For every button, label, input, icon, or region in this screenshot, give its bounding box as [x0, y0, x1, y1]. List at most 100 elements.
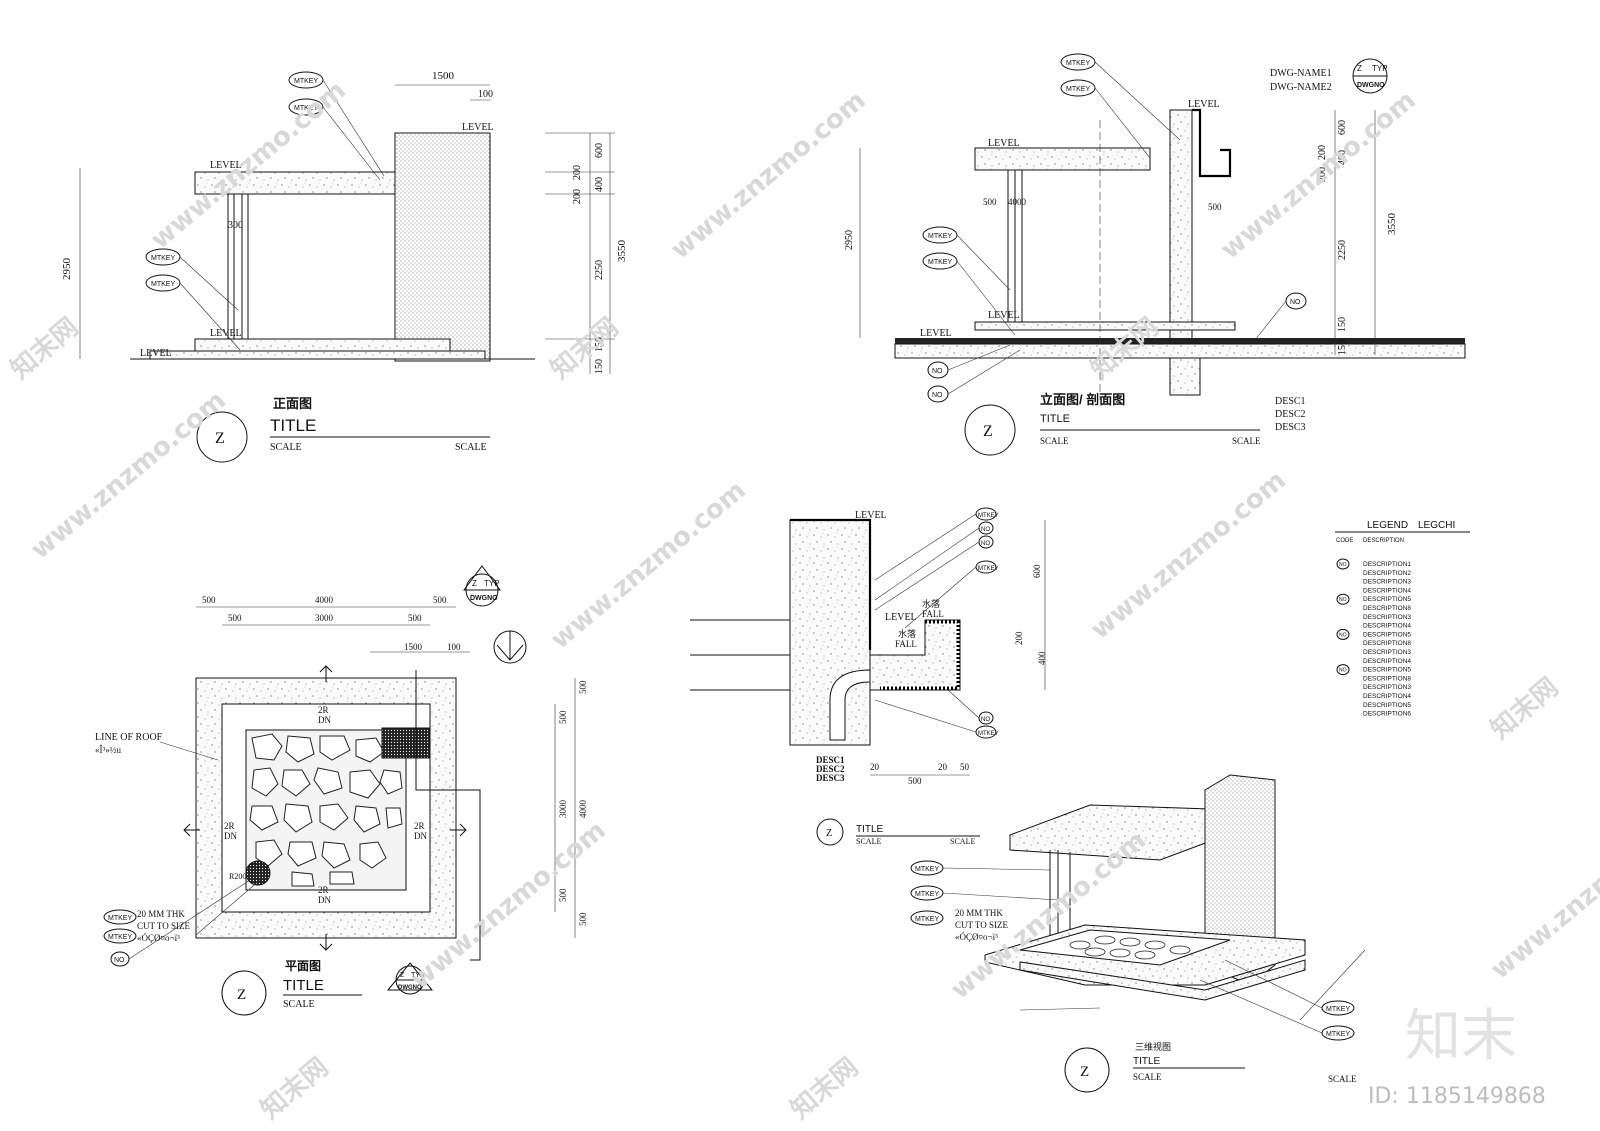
dim-50: 50	[960, 762, 970, 772]
legend-description: DESCRIPTION4	[1363, 693, 1411, 700]
dim-500: 500	[908, 776, 922, 786]
dim-600: 600	[594, 143, 605, 158]
dwg-name: DWG-NAME1	[1270, 68, 1332, 79]
dim-20: 20	[938, 762, 948, 772]
level-label: LEVEL	[988, 138, 1020, 149]
legend-description: DESCRIPTION5	[1363, 631, 1411, 638]
dim-500: 500	[228, 613, 242, 623]
watermark-text: www.znzmo.com	[1085, 465, 1291, 645]
view-symbol	[221, 970, 267, 1016]
view-title: TITLE	[283, 977, 324, 994]
fall-label: FALL	[922, 609, 944, 619]
level-label: LEVEL	[885, 612, 917, 623]
subbase	[894, 343, 1466, 359]
legend-col-code: CODE	[1336, 538, 1353, 544]
line-of-roof-sub: «Î³»½u	[95, 745, 121, 755]
dim-col: 300	[228, 220, 243, 231]
radius-label: R200	[229, 872, 246, 881]
tag-label: NO	[981, 717, 990, 723]
svg-text:Z: Z	[1357, 64, 1362, 73]
svg-text:MTKEY: MTKEY	[108, 915, 132, 922]
dim-100: 100	[478, 89, 493, 100]
dim-500: 500	[578, 680, 588, 694]
dim-400: 400	[1037, 651, 1047, 665]
watermark-brand: 知末网	[255, 1052, 334, 1125]
tag-label: NO	[981, 541, 990, 547]
section-reference-symbol: Z TYP DWGNO	[1352, 58, 1388, 94]
wall-detail	[789, 519, 871, 746]
note-line: CUT TO SIZE	[955, 920, 1009, 930]
view-symbol-letter: Z	[215, 430, 225, 447]
dim-200b: 200	[1317, 167, 1328, 182]
legend-description: DESCRIPTION4	[1363, 658, 1411, 665]
svg-text:MTKEY: MTKEY	[108, 934, 132, 941]
view-symbol-letter: Z	[826, 828, 832, 839]
watermark-brand: 知末网	[545, 312, 624, 385]
watermark-text: www.znzmo.com	[1485, 805, 1600, 985]
dim-500: 500	[558, 888, 568, 902]
view-symbol-letter: Z	[237, 987, 246, 1003]
dim-500: 500	[558, 710, 568, 724]
dim-4000: 4000	[1008, 197, 1027, 207]
svg-text:MTKEY: MTKEY	[294, 78, 318, 85]
view-caption-cn: 立面图/ 剖面图	[1040, 392, 1125, 407]
dim-1500: 1500	[404, 642, 423, 652]
view-symbol-letter: Z	[1080, 1064, 1089, 1080]
svg-text:TYP: TYP	[484, 579, 500, 588]
mtkey-tag: MTKEY	[910, 885, 1059, 901]
legend-description: DESCRIPTION5	[1363, 667, 1411, 674]
legend-description: DESCRIPTION5	[1363, 596, 1411, 603]
view-symbol	[196, 411, 248, 463]
desc-label: DESC2	[1275, 409, 1306, 420]
legend-description: DESCRIPTION3	[1363, 579, 1411, 586]
svg-text:TYP: TYP	[411, 972, 425, 979]
legend-description: DESCRIPTION5	[1363, 702, 1411, 709]
watermark-logo: 知末	[1405, 1004, 1517, 1069]
watermark-brand: 知末网	[1485, 672, 1564, 745]
mtkey-tag: MTKEY	[910, 910, 944, 926]
mtkey-tag: MTKEY	[1060, 79, 1151, 159]
legend-title: LEGEND	[1367, 520, 1408, 531]
scale-label: SCALE	[1232, 436, 1261, 446]
legend-code-symbol	[1336, 628, 1350, 640]
no-tag: NO	[110, 879, 251, 967]
dim-2250: 2250	[1337, 240, 1348, 260]
dim-3000: 3000	[315, 613, 334, 623]
dim-400: 400	[1337, 150, 1348, 165]
svg-text:MTKEY: MTKEY	[1066, 60, 1090, 67]
svg-text:DWGNO: DWGNO	[398, 985, 422, 991]
dim-600: 600	[1337, 120, 1348, 135]
legend-description: DESCRIPTION3	[1363, 649, 1411, 656]
svg-text:MTKEY: MTKEY	[1326, 1031, 1350, 1038]
dim-4000: 4000	[315, 595, 334, 605]
legend-col-desc: DESCRIPTION	[1363, 538, 1404, 544]
view-caption-cn: 正面图	[273, 396, 312, 411]
svg-text:MTKEY: MTKEY	[928, 259, 952, 266]
watermark-brand: 知末网	[785, 1052, 864, 1125]
legend-code-symbol	[1336, 593, 1350, 605]
scale-label: SCALE	[283, 999, 315, 1010]
dim-150a: 150	[594, 337, 605, 352]
platform-upper	[194, 338, 451, 352]
legend-code: NO	[1339, 668, 1347, 674]
dim-200a: 200	[572, 165, 583, 180]
level-label: LEVEL	[140, 348, 172, 359]
detail-tags: MTKEY NO NO MTKEY NO MTKEY	[874, 507, 999, 739]
scale-label: SCALE	[950, 837, 975, 846]
step-dn: DN	[414, 831, 427, 841]
dim-20: 20	[870, 762, 880, 772]
no-tag: NO	[927, 344, 1011, 379]
mtkey-tag: MTKEY	[103, 928, 137, 944]
fall-cn: 水落	[898, 628, 916, 639]
no-tag: NO	[1254, 292, 1307, 341]
svg-text:NO: NO	[114, 957, 125, 964]
scale-label: SCALE	[270, 442, 302, 453]
svg-text:MTKEY: MTKEY	[915, 891, 939, 898]
dim-200: 200	[1014, 631, 1024, 645]
svg-text:MTKEY: MTKEY	[1326, 1006, 1350, 1013]
watermark-id: ID: 1185149868	[1368, 1084, 1546, 1109]
scale-label: SCALE	[1133, 1072, 1162, 1082]
mtkey-tag: MTKEY	[1224, 959, 1355, 1016]
